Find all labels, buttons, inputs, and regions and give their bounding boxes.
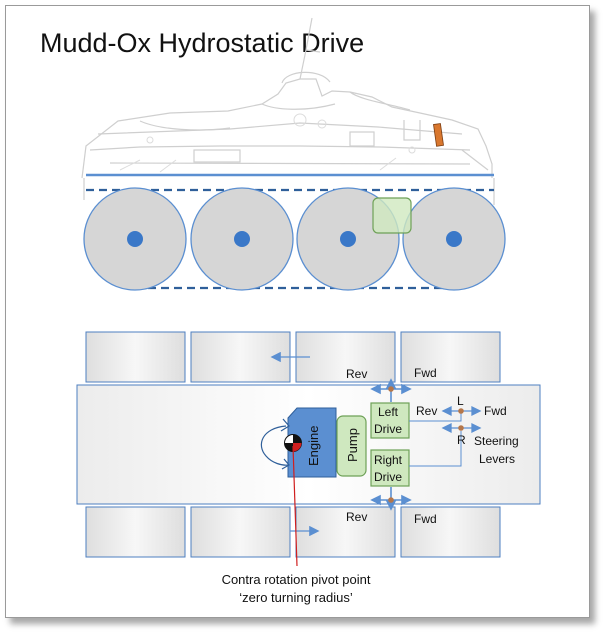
hub-2 [234,231,250,247]
hub-4 [446,231,462,247]
upper-track-1 [85,331,186,383]
right-drive-label-2: Drive [374,470,402,484]
exhaust-stack [433,123,444,147]
lever-r-label: R [457,433,466,447]
lower-track-2 [190,506,291,558]
lever-pivot-l [458,408,464,414]
label-fwd-bottom: Fwd [414,512,437,526]
drive-motor-side-box [372,197,412,234]
right-drive-block [370,449,410,487]
hub-3 [340,231,356,247]
axle-pivot-top [388,386,394,392]
pivot-point-icon [284,434,302,452]
label-rev-bottom: Rev [346,510,367,524]
chassis-panel [76,384,541,505]
left-drive-block [370,402,410,439]
rotation-arrow-icon [260,418,290,470]
pump-label: Pump [345,428,360,462]
pivot-caption-2: ‘zero turning radius’ [239,590,353,605]
steering-label-1: Steering [474,434,519,448]
lower-track-1 [85,506,186,558]
lever-rev-label: Rev [416,404,437,418]
engine-label: Engine [306,426,321,466]
lever-l-label: L [457,394,464,408]
left-drive-label-2: Drive [374,422,402,436]
wheels-side-view [83,187,506,291]
hub-1 [127,231,143,247]
lower-track-4 [400,506,501,558]
lever-pivot-r [458,425,464,431]
upper-track-segments [85,331,501,383]
steering-linkages [409,411,462,467]
pump-block [336,415,367,477]
right-drive-label-1: Right [374,453,403,467]
lever-fwd-label: Fwd [484,404,507,418]
pivot-pointer-line [292,445,298,567]
page-title: Mudd-Ox Hydrostatic Drive [40,28,365,58]
label-fwd-top: Fwd [414,366,437,380]
upper-track-4 [400,331,501,383]
axle-pivot-bottom [388,497,394,503]
steering-label-2: Levers [479,452,515,466]
hull-fragment-shapes [119,113,416,173]
engine-block [287,407,337,478]
vehicle-hull-sketch [81,17,495,205]
lower-track-segments [85,506,501,558]
upper-track-3 [295,331,396,383]
label-rev-top: Rev [346,367,367,381]
pivot-caption-1: Contra rotation pivot point [222,572,371,587]
left-drive-label-1: Left [378,405,399,419]
